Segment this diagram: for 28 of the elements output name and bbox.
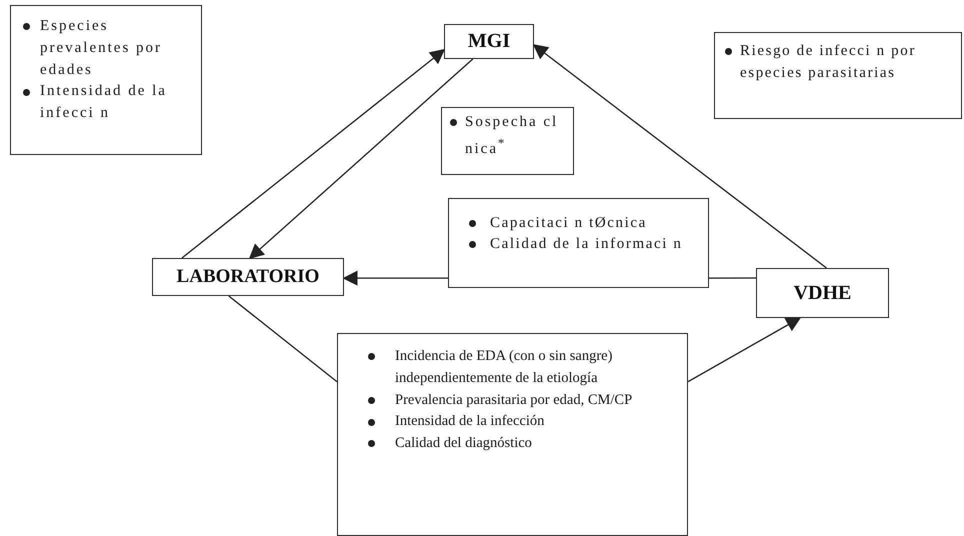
bullet-text: Capacitaci n tØcnica — [490, 214, 647, 233]
bullet-text: Intensidad de la infecci n — [40, 82, 168, 123]
arrow — [688, 317, 802, 382]
box-title: LABORATORIO — [176, 266, 320, 288]
process-box — [756, 268, 889, 318]
connector-line — [228, 295, 338, 382]
bullet-text: Calidad de la informaci n — [490, 235, 682, 254]
note-box — [10, 5, 202, 155]
arrow — [182, 48, 446, 258]
bullet-text: Intensidad de la infección — [395, 412, 544, 432]
bullet-text: Incidencia de EDA (con o sin sangre) independientemente de la etiología — [395, 347, 614, 388]
process-box — [152, 258, 344, 296]
bullet-text: Sospecha cl nica$^{*}$ — [465, 113, 560, 159]
bullet-text: Calidad del diagnóstico — [395, 434, 532, 453]
note-box — [448, 198, 709, 288]
bullet-text: Especies prevalentes por edades — [40, 17, 164, 80]
bullet-text: Prevalencia parasitaria por edad, CM/CP — [395, 390, 632, 410]
note-box — [714, 32, 962, 119]
arrow — [532, 44, 827, 269]
connector-line — [709, 277, 756, 279]
process-box — [444, 24, 534, 59]
bullet-text: Riesgo de infecci n por especies parasitarias — [740, 42, 917, 83]
note-box — [441, 107, 574, 175]
box-title: VDHE — [794, 282, 852, 304]
note-box — [337, 333, 688, 536]
arrow — [342, 270, 448, 286]
box-title: MGI — [468, 30, 510, 53]
arrow — [248, 58, 474, 260]
